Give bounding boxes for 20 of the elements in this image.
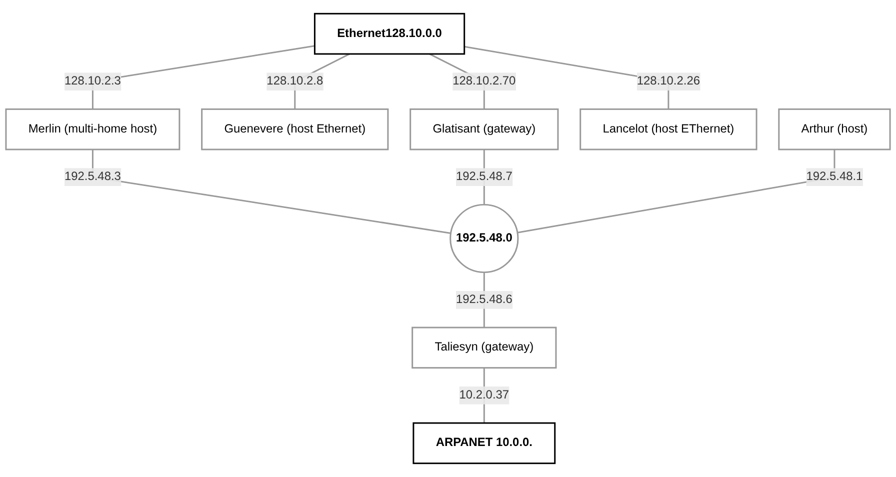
node-box: Arthur (host) xyxy=(778,108,891,150)
node-box: Lancelot (host EThernet) xyxy=(580,108,758,150)
edge-label: 128.10.2.8 xyxy=(266,74,324,88)
node-box: Taliesyn (gateway) xyxy=(412,326,557,369)
node-box: Guenevere (host Ethernet) xyxy=(201,108,389,150)
connector xyxy=(517,149,836,234)
node-box: Glatisant (gateway) xyxy=(410,108,559,150)
edge-label: 128.10.2.26 xyxy=(636,74,700,88)
edge-label: 192.5.48.3 xyxy=(64,170,121,184)
node-box: Merlin (multi-home host) xyxy=(5,108,180,150)
edge-label: 10.2.0.37 xyxy=(459,388,510,402)
edge-label: 192.5.48.1 xyxy=(806,170,863,184)
connector xyxy=(92,149,451,234)
edge-label: 192.5.48.6 xyxy=(456,293,512,306)
edge-label: 192.5.48.7 xyxy=(456,170,512,184)
node-circle: 192.5.48.0 xyxy=(450,204,519,274)
node-box: ARPANET 10.0.0. xyxy=(412,422,556,464)
node-box: Ethernet128.10.0.0 xyxy=(314,12,466,55)
edge-label: 128.10.2.70 xyxy=(452,74,516,88)
edge-label: 128.10.2.3 xyxy=(64,74,121,88)
